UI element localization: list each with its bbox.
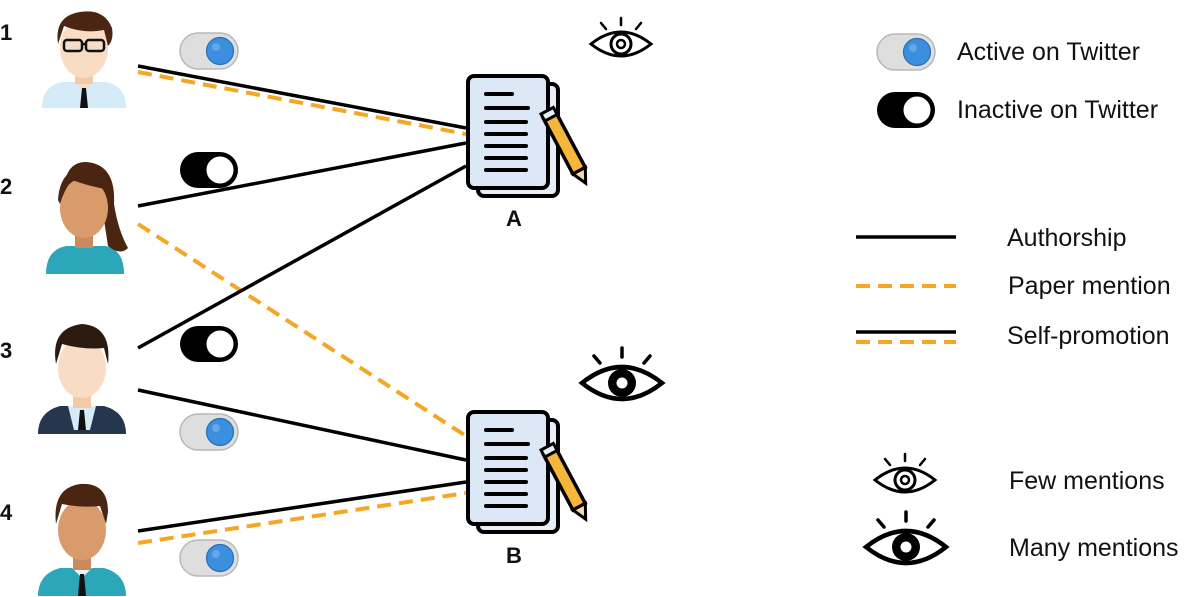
toggle-active-3 — [179, 413, 239, 451]
person-number-2: 2 — [0, 174, 13, 199]
legend-toggle-active-icon — [876, 33, 936, 71]
person-number-1: 1 — [0, 20, 13, 45]
edge-4-B-authorship — [137, 480, 467, 533]
document-b-icon — [466, 410, 594, 534]
toggle-active-4 — [179, 539, 239, 577]
edge-3-A-authorship — [137, 164, 467, 350]
legend-few-mentions-label: Few mentions — [1009, 467, 1165, 495]
legend-paper-mention-label: Paper mention — [1008, 272, 1171, 300]
toggle-inactive-2 — [179, 151, 239, 189]
man-teal-shirt-icon — [38, 483, 126, 596]
connection-lines — [136, 64, 468, 545]
legend-self-promotion-label: Self-promotion — [1007, 322, 1170, 350]
legend-active-label: Active on Twitter — [957, 38, 1140, 66]
person-number-3: 3 — [0, 338, 13, 363]
toggle-active-1 — [179, 32, 239, 70]
legend-eye-few-icon — [873, 452, 937, 494]
legend-inactive-label: Inactive on Twitter — [957, 96, 1159, 124]
edge-2-A-authorship — [137, 141, 467, 208]
man-glasses-icon — [42, 11, 126, 108]
edge-1-A-authorship — [137, 64, 467, 130]
eye-few-mentions-doc-a-icon — [589, 16, 653, 58]
document-b-label: B — [506, 543, 522, 568]
man-suit-icon — [38, 324, 126, 434]
legend-authorship-label: Authorship — [1007, 224, 1127, 252]
document-a-label: A — [506, 206, 522, 231]
woman-ponytail-icon — [46, 162, 128, 274]
eye-many-mentions-doc-b-icon — [582, 348, 662, 399]
edge-1-A-mention — [137, 70, 467, 136]
legend-toggle-inactive-icon — [876, 91, 936, 129]
legend-eye-many-icon — [866, 512, 946, 563]
edge-3-B-authorship — [137, 388, 467, 462]
legend-many-mentions-label: Many mentions — [1009, 534, 1179, 562]
document-a-icon — [466, 74, 594, 198]
toggle-inactive-3 — [179, 325, 239, 363]
edge-4-B-mention — [137, 491, 467, 545]
person-number-4: 4 — [0, 500, 13, 525]
